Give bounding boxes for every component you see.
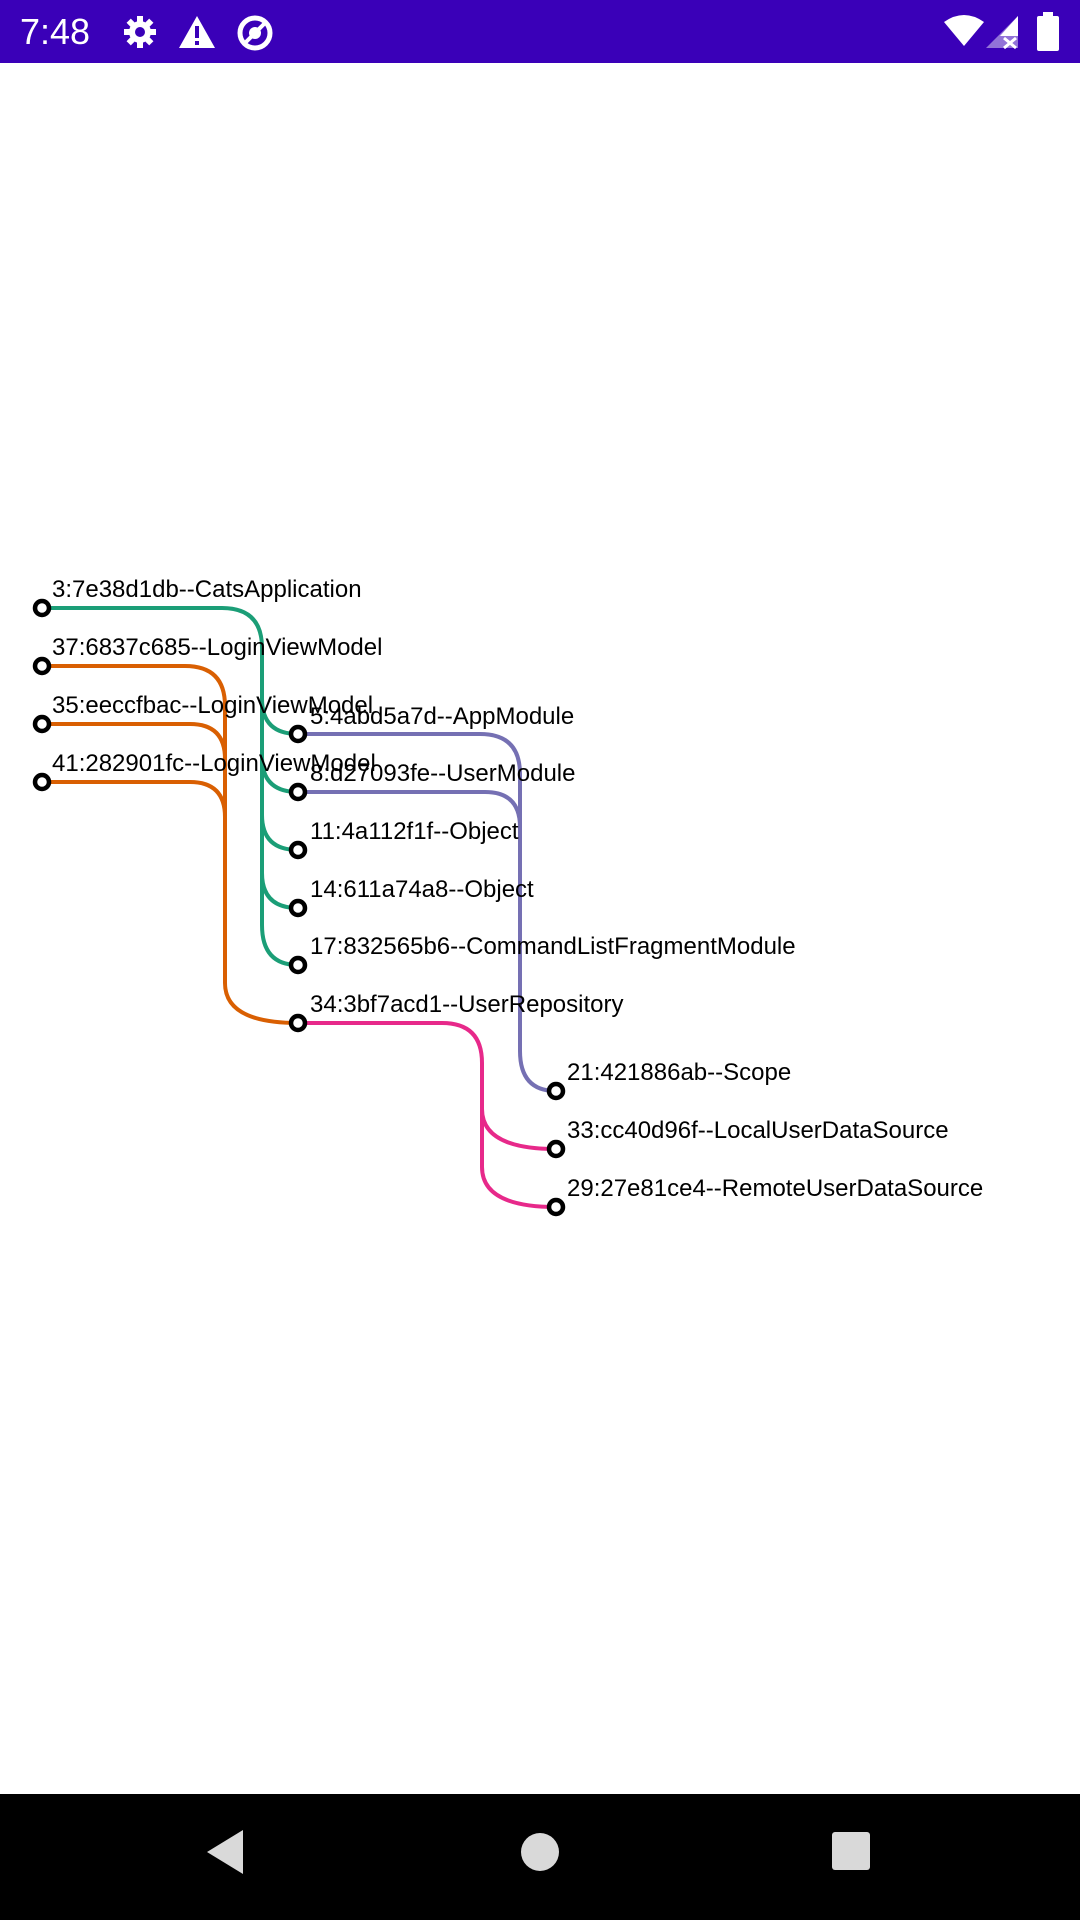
battery-icon <box>1036 12 1060 57</box>
edge-loginvm2-userrepo <box>40 722 227 761</box>
node-appmodule[interactable] <box>288 724 308 744</box>
node-loginvm2[interactable] <box>32 714 52 734</box>
node-object2[interactable] <box>288 898 308 918</box>
recents-icon[interactable] <box>830 1830 872 1877</box>
edge-userrepo-remoteds <box>296 1021 558 1209</box>
edge-catsapp-branches <box>40 606 300 967</box>
node-object1[interactable] <box>288 840 308 860</box>
dependency-graph: 3:7e38d1db--CatsApplication 37:6837c685-… <box>32 576 983 1217</box>
warning-icon <box>178 14 216 55</box>
label-remoteds: 29:27e81ce4--RemoteUserDataSource <box>567 1175 983 1202</box>
label-usermodule: 8:d27093fe--UserModule <box>310 760 576 787</box>
gear-icon <box>122 14 158 55</box>
node-scope[interactable] <box>546 1081 566 1101</box>
label-scope: 21:421886ab--Scope <box>567 1059 791 1086</box>
home-icon[interactable] <box>519 1831 561 1878</box>
edge-appmodule-scope <box>296 732 558 1093</box>
node-remoteds[interactable] <box>546 1197 566 1217</box>
label-localds: 33:cc40d96f--LocalUserDataSource <box>567 1117 949 1144</box>
node-userrepo[interactable] <box>288 1013 308 1033</box>
edge-loginvm3-userrepo <box>40 780 227 819</box>
status-bar: 7:48 <box>0 0 1080 63</box>
edge-usermodule-scope <box>296 790 522 829</box>
label-loginvm3: 41:282901fc--LoginViewModel <box>52 750 376 777</box>
navigation-bar <box>0 1794 1080 1920</box>
label-loginvm2: 35:eeccfbac--LoginViewModel <box>52 692 373 719</box>
status-time: 7:48 <box>20 11 91 52</box>
wifi-icon <box>944 14 984 53</box>
back-icon[interactable] <box>203 1827 247 1882</box>
data-saver-icon <box>236 14 274 57</box>
no-signal-icon <box>986 14 1020 55</box>
node-catsapp[interactable] <box>32 598 52 618</box>
label-catsapp: 3:7e38d1db--CatsApplication <box>52 576 362 603</box>
edge-userrepo-localds <box>480 1107 558 1151</box>
node-cmdlist[interactable] <box>288 955 308 975</box>
label-userrepo: 34:3bf7acd1--UserRepository <box>310 991 624 1018</box>
node-loginvm3[interactable] <box>32 772 52 792</box>
node-localds[interactable] <box>546 1139 566 1159</box>
label-cmdlist: 17:832565b6--CommandListFragmentModule <box>310 933 796 960</box>
label-appmodule: 5:4abd5a7d--AppModule <box>310 703 574 730</box>
label-loginvm1: 37:6837c685--LoginViewModel <box>52 634 382 661</box>
edge-loginvm1-userrepo <box>40 664 300 1025</box>
label-object2: 14:611a74a8--Object <box>310 876 534 903</box>
node-loginvm1[interactable] <box>32 656 52 676</box>
node-usermodule[interactable] <box>288 782 308 802</box>
label-object1: 11:4a112f1f--Object <box>310 818 519 845</box>
graph-view: 3:7e38d1db--CatsApplication 37:6837c685-… <box>0 63 1080 1794</box>
